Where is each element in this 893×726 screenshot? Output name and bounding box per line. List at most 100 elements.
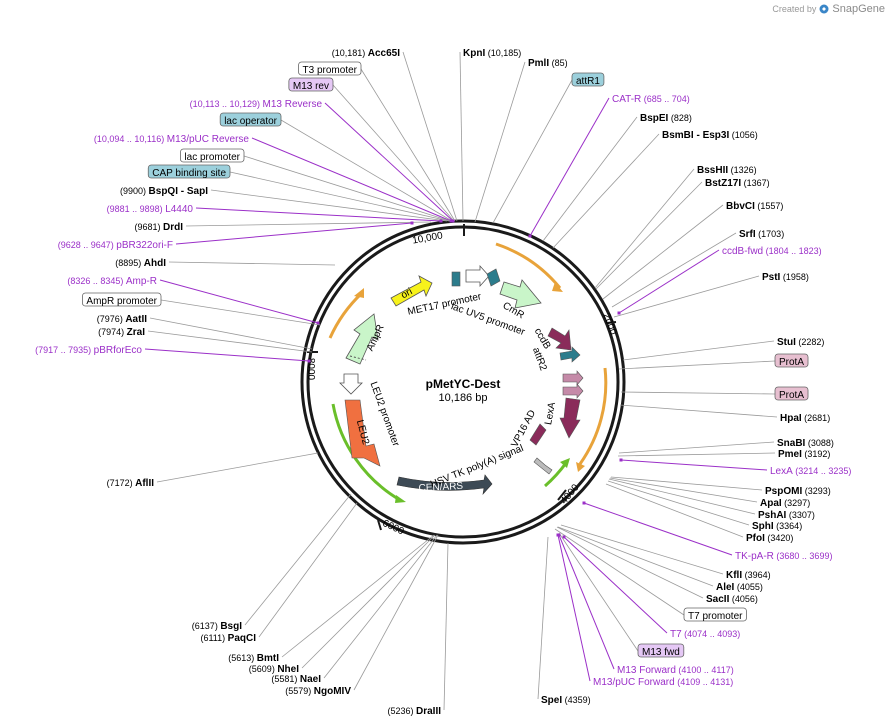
label-text: BstZ17I (1367)	[705, 178, 770, 189]
feature-cen-ars[interactable]	[396, 474, 493, 495]
feature-attr2[interactable]	[559, 346, 581, 363]
label-name: AatII	[125, 314, 147, 325]
map-label-pfoi[interactable]: PfoI (3420)	[746, 533, 793, 544]
map-label-kpni[interactable]: KpnI (10,185)	[463, 48, 521, 59]
feature-met17-promoter[interactable]	[465, 264, 490, 288]
map-label-amp-r[interactable]: (8326 .. 8345) Amp-R	[67, 276, 157, 287]
map-label-t7[interactable]: T7 (4074 .. 4093)	[670, 629, 740, 640]
feature-vp16-ad[interactable]	[529, 423, 547, 446]
map-label-sphi[interactable]: SphI (3364)	[752, 521, 802, 532]
label-position: (828)	[668, 113, 692, 123]
leader-line	[195, 207, 442, 222]
map-label-psti[interactable]: PstI (1958)	[762, 272, 809, 283]
map-label-prota[interactable]: ProtA	[774, 386, 809, 401]
feature-prota-2[interactable]	[562, 383, 584, 399]
label-name: lac operator	[224, 116, 277, 127]
map-label-kfli[interactable]: KflI (3964)	[726, 570, 771, 581]
feature-ccdb[interactable]	[547, 327, 572, 351]
map-label-pmei[interactable]: PmeI (3192)	[778, 449, 830, 460]
label-text: (7917 .. 7935) pBRforEco	[35, 345, 142, 356]
label-position: (4359)	[562, 695, 591, 705]
map-label-alei[interactable]: AleI (4055)	[716, 582, 763, 593]
map-label-apai[interactable]: ApaI (3297)	[760, 498, 810, 509]
map-label-ahdi[interactable]: (8895) AhdI	[115, 258, 166, 269]
map-label-draiii[interactable]: (5236) DraIII	[387, 706, 441, 717]
map-label-snabi[interactable]: SnaBI (3088)	[777, 438, 834, 449]
label-position: (3293)	[802, 486, 831, 496]
map-label-zrai[interactable]: (7974) ZraI	[98, 327, 145, 338]
map-label-m13-puc-reverse[interactable]: (10,094 .. 10,116) M13/pUC Reverse	[94, 134, 250, 145]
map-label-paqci[interactable]: (6111) PaqCI	[200, 633, 256, 644]
map-label-pspomi[interactable]: PspOMI (3293)	[765, 486, 831, 497]
leader-line	[156, 452, 319, 483]
map-label-m13-forward[interactable]: M13 Forward (4100 .. 4117)	[617, 665, 734, 676]
map-label-bstz17i[interactable]: BstZ17I (1367)	[705, 178, 770, 189]
feature-ori[interactable]	[390, 275, 433, 307]
feature-lexa[interactable]	[559, 397, 581, 439]
plasmid-size: 10,186 bp	[439, 392, 488, 404]
map-label-bsshii[interactable]: BssHII (1326)	[697, 165, 757, 176]
map-label-bspqi-sapi[interactable]: (9900) BspQI - SapI	[120, 186, 208, 197]
map-label-pbrforeco[interactable]: (7917 .. 7935) pBRforEco	[35, 345, 142, 356]
label-position: (2681)	[802, 413, 831, 423]
map-label-acc65i[interactable]: (10,181) Acc65I	[332, 48, 400, 59]
map-label-bsgi[interactable]: (6137) BsgI	[192, 621, 242, 632]
label-name: StuI	[777, 337, 796, 348]
map-label-m13-fwd[interactable]: M13 fwd	[637, 643, 685, 658]
leader-line	[159, 279, 319, 324]
map-label-bbvci[interactable]: BbvCI (1557)	[726, 201, 783, 212]
label-name: SpeI	[541, 695, 562, 706]
map-label-ccdb-fwd[interactable]: ccdB-fwd (1804 .. 1823)	[722, 246, 822, 257]
map-label-sacii[interactable]: SacII (4056)	[706, 594, 758, 605]
map-label-pmli[interactable]: PmlI (85)	[528, 58, 568, 69]
label-name: PfoI	[746, 533, 765, 544]
primer-site-mark	[582, 501, 586, 505]
map-label-pbr322ori-f[interactable]: (9628 .. 9647) pBR322ori-F	[58, 240, 173, 251]
map-label-lac-promoter[interactable]: lac promoter	[180, 148, 245, 163]
feature-hsv-tk-polya[interactable]	[533, 457, 553, 475]
map-label-bsmbi-esp3i[interactable]: BsmBI - Esp3I (1056)	[662, 130, 758, 141]
map-label-bmti[interactable]: (5613) BmtI	[228, 653, 279, 664]
map-label-nhei[interactable]: (5609) NheI	[249, 664, 299, 675]
map-label-srfi[interactable]: SrfI (1703)	[739, 229, 784, 240]
label-text: CAP binding site	[152, 168, 226, 179]
map-label-l4440[interactable]: (9881 .. 9898) L4440	[107, 204, 194, 215]
map-label-m13-rev[interactable]: M13 rev	[288, 77, 334, 92]
map-label-attr1[interactable]: attR1	[571, 72, 605, 87]
label-text: TK-pA-R (3680 .. 3699)	[735, 551, 832, 562]
map-label-t7-promoter[interactable]: T7 promoter	[683, 607, 747, 622]
map-label-cat-r[interactable]: CAT-R (685 .. 704)	[612, 94, 690, 105]
map-label-spei[interactable]: SpeI (4359)	[541, 695, 591, 706]
map-label-drdi[interactable]: (9681) DrdI	[134, 222, 183, 233]
feature-cmr[interactable]	[499, 279, 542, 309]
map-label-hpai[interactable]: HpaI (2681)	[780, 413, 830, 424]
feature-leu2-promoter[interactable]	[339, 373, 363, 395]
map-label-prota[interactable]: ProtA	[774, 353, 809, 368]
map-label-ampr-promoter[interactable]: AmpR promoter	[82, 292, 162, 307]
map-label-cap-binding-site[interactable]: CAP binding site	[147, 164, 231, 179]
map-label-lexa[interactable]: LexA (3214 .. 3235)	[770, 466, 851, 477]
feature-leu2[interactable]	[344, 399, 381, 467]
map-label-pshai[interactable]: PshAI (3307)	[758, 510, 815, 521]
map-label-m13-reverse[interactable]: (10,113 .. 10,129) M13 Reverse	[190, 99, 323, 110]
map-label-aatii[interactable]: (7976) AatII	[97, 314, 147, 325]
label-name: HpaI	[780, 413, 802, 424]
label-position: (1958)	[780, 272, 809, 282]
label-position: (3192)	[802, 449, 831, 459]
map-label-lac-operator[interactable]: lac operator	[219, 112, 282, 127]
primer-site-mark	[410, 221, 414, 225]
map-label-naei[interactable]: (5581) NaeI	[271, 674, 321, 685]
leader-line	[605, 483, 744, 538]
label-position: (7974)	[98, 327, 127, 337]
feature-small-block[interactable]	[451, 271, 461, 287]
map-label-ngomiv[interactable]: (5579) NgoMIV	[285, 686, 351, 697]
map-label-aflii[interactable]: (7172) AflII	[107, 478, 155, 489]
feature-prota-1[interactable]	[562, 370, 584, 386]
feature-lac-uv5-promoter[interactable]	[486, 268, 501, 287]
map-label-bspei[interactable]: BspEI (828)	[640, 113, 692, 124]
map-label-stui[interactable]: StuI (2282)	[777, 337, 824, 348]
map-label-tk-pa-r[interactable]: TK-pA-R (3680 .. 3699)	[735, 551, 832, 562]
map-label-m13-puc-forward[interactable]: M13/pUC Forward (4109 .. 4131)	[593, 677, 733, 688]
map-label-t3-promoter[interactable]: T3 promoter	[298, 61, 362, 76]
